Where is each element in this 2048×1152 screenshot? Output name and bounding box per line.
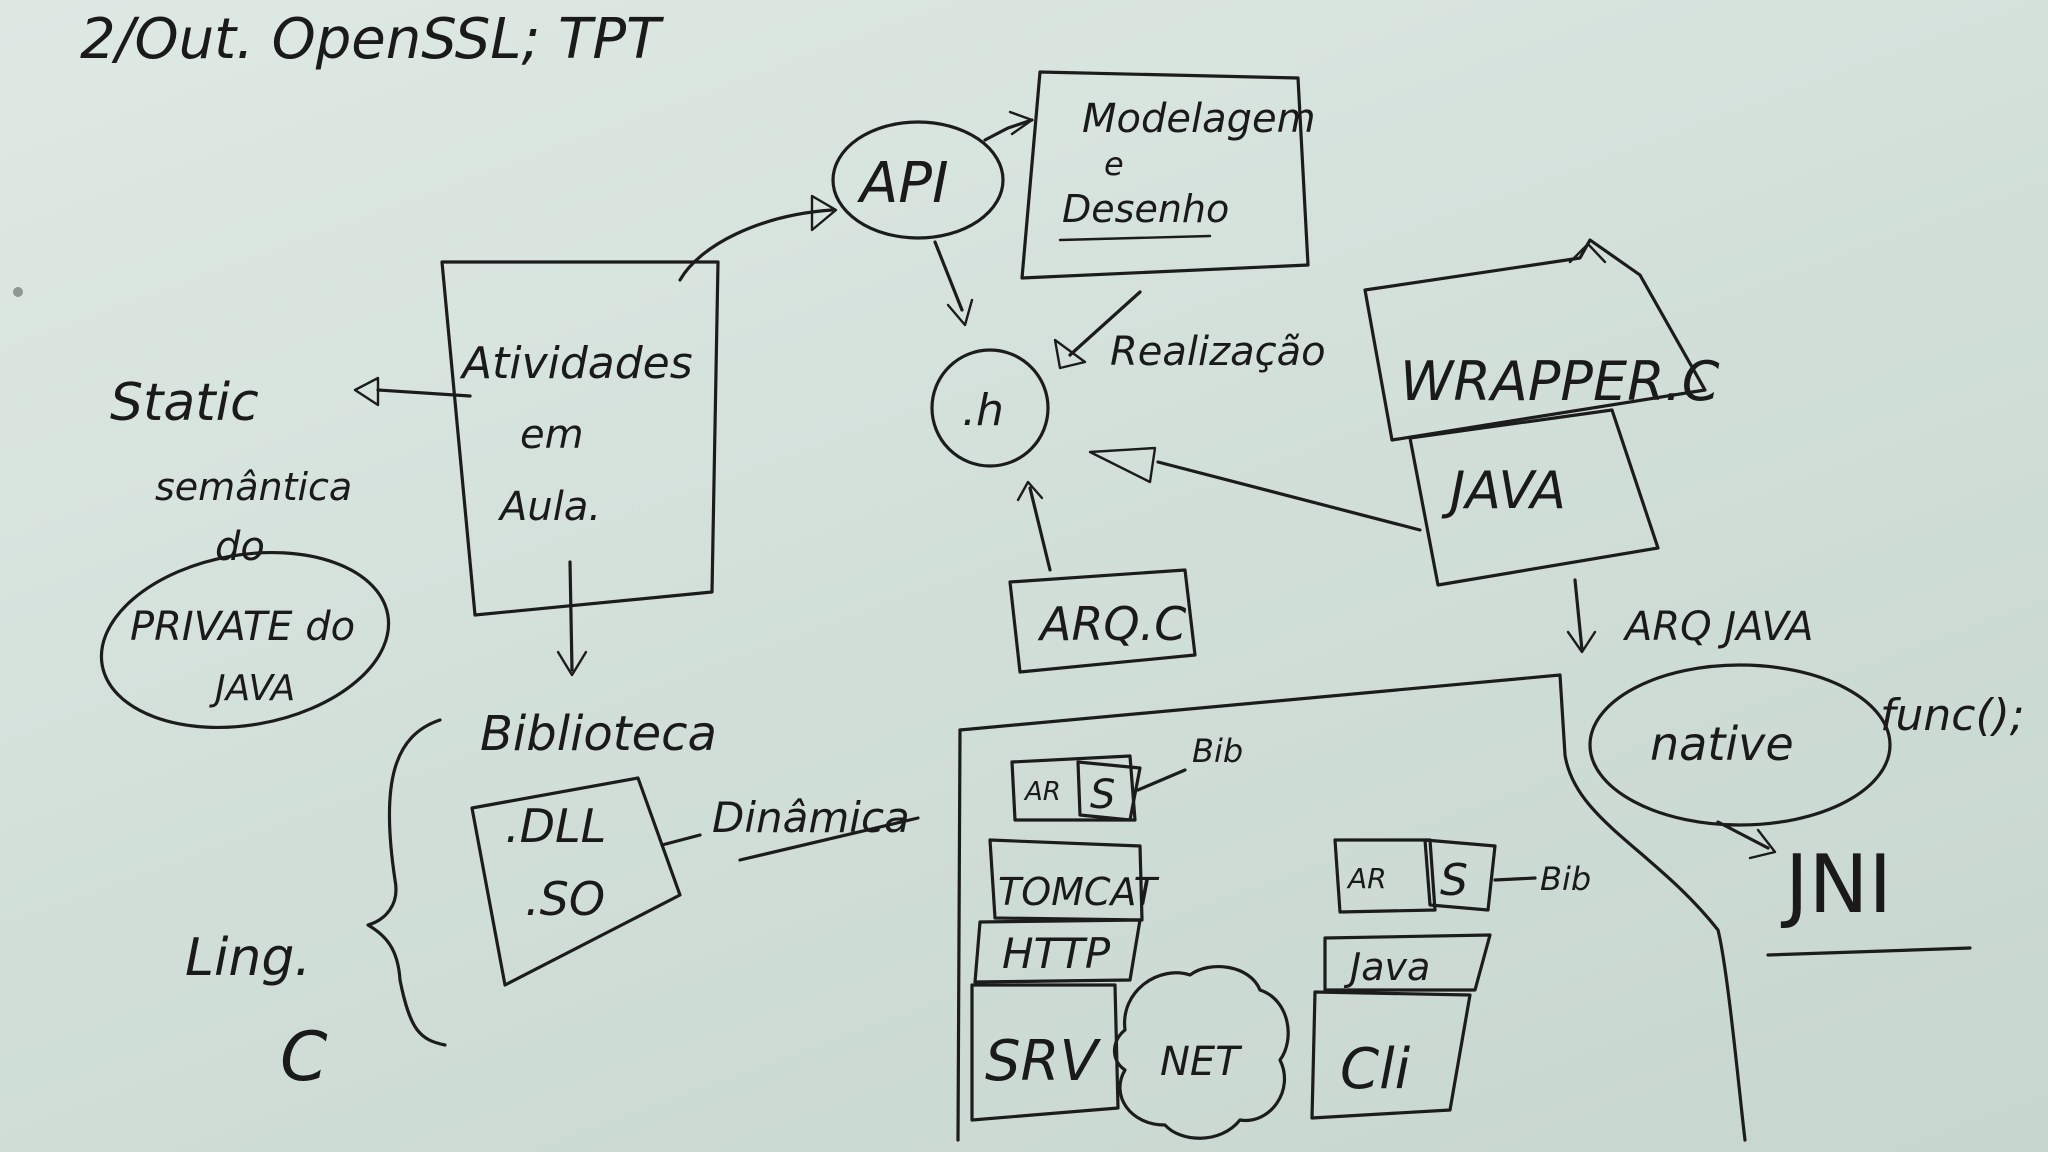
dll-box bbox=[470, 776, 682, 987]
native-ellipse bbox=[1588, 663, 1892, 827]
api-to-h-arrow bbox=[933, 240, 964, 312]
bib-right-label: Bib bbox=[1540, 860, 1591, 898]
java-small-box bbox=[1323, 933, 1492, 992]
arq-c-label: ARQ.C bbox=[1037, 597, 1186, 651]
net-label: NET bbox=[1160, 1039, 1243, 1085]
native-to-jni-head bbox=[1748, 828, 1777, 860]
native-label: native bbox=[1650, 717, 1794, 771]
ling-brace bbox=[366, 718, 447, 1047]
tomcat-box bbox=[988, 838, 1144, 922]
private-line2: JAVA bbox=[209, 668, 295, 709]
c-label: C bbox=[280, 1018, 328, 1097]
realizacao-head bbox=[1053, 338, 1087, 370]
atividades-to-api-arrow bbox=[678, 208, 834, 282]
static-line2: semântica bbox=[155, 465, 352, 509]
cli-label: Cli bbox=[1340, 1037, 1411, 1102]
modelagem-line2: e bbox=[1104, 145, 1124, 183]
ar-right-box bbox=[1333, 838, 1437, 914]
private-ellipse bbox=[99, 550, 391, 730]
java-small-label: Java bbox=[1343, 945, 1430, 989]
api-ellipse bbox=[831, 120, 1005, 240]
srv-label: SRV bbox=[985, 1029, 1101, 1094]
modelagem-line3: Desenho bbox=[1062, 187, 1229, 231]
arq-c-to-h-head bbox=[1016, 480, 1044, 502]
native-to-jni-arrow bbox=[1716, 820, 1770, 850]
ar-right-label: AR bbox=[1346, 862, 1387, 895]
arq-c-box bbox=[1008, 568, 1197, 674]
java-label: JAVA bbox=[1441, 461, 1566, 521]
atividades-line2: em bbox=[520, 412, 584, 458]
api-to-h-head bbox=[946, 298, 974, 327]
dll-to-dinamica-arrow bbox=[660, 833, 702, 847]
bib-left-label: Bib bbox=[1192, 732, 1243, 770]
tomcat-label: TOMCAT bbox=[998, 870, 1160, 914]
atividades-to-api-head bbox=[810, 194, 838, 232]
java-to-h-arrow bbox=[1156, 460, 1422, 532]
atividades-to-biblioteca-head bbox=[556, 650, 588, 677]
atividades-to-static-head bbox=[353, 376, 380, 407]
private-line1: PRIVATE do bbox=[130, 604, 355, 650]
cli-box bbox=[1310, 990, 1472, 1120]
s-right-label: S bbox=[1440, 855, 1468, 906]
http-box bbox=[973, 918, 1142, 984]
s-left-label: S bbox=[1090, 772, 1115, 818]
java-to-native-arrow bbox=[1573, 578, 1584, 652]
realizacao-arrow bbox=[1068, 290, 1142, 357]
s-left-box bbox=[1076, 760, 1142, 822]
wrapper-label: WRAPPER.C bbox=[1400, 350, 1720, 413]
jni-underline bbox=[1766, 946, 1972, 957]
biblioteca-label: Biblioteca bbox=[480, 706, 717, 762]
s-right-to-bib-arrow bbox=[1493, 876, 1537, 882]
arq-java-label: ARQ JAVA bbox=[1622, 604, 1814, 650]
atividades-line3: Aula. bbox=[497, 484, 601, 530]
net-cloud bbox=[1112, 965, 1290, 1140]
arq-c-to-h-arrow bbox=[1028, 486, 1052, 572]
atividades-to-biblioteca-arrow bbox=[568, 560, 574, 672]
s-left-to-bib-arrow bbox=[1136, 768, 1187, 792]
so-label: .SO bbox=[525, 872, 605, 926]
java-to-h-head bbox=[1088, 446, 1157, 484]
jni-label: JNI bbox=[1780, 838, 1892, 931]
h-label: .h bbox=[962, 385, 1004, 436]
java-box bbox=[1408, 408, 1660, 587]
ar-left-box bbox=[1010, 754, 1137, 822]
ar-left-label: AR bbox=[1023, 777, 1061, 807]
atividades-box bbox=[440, 260, 720, 617]
dinamica-underline bbox=[738, 816, 920, 862]
s-right-box bbox=[1423, 838, 1497, 912]
srv-box bbox=[970, 983, 1120, 1122]
api-to-modelagem-head bbox=[1008, 110, 1034, 136]
wrapper-box bbox=[1363, 238, 1707, 442]
board-pin bbox=[13, 287, 23, 297]
ling-label: Ling. bbox=[185, 928, 311, 988]
java-to-native-head bbox=[1566, 630, 1597, 654]
realizacao-label: Realização bbox=[1110, 329, 1326, 375]
network-boundary bbox=[958, 673, 1747, 1142]
api-label: API bbox=[857, 151, 949, 216]
network-boundary-left bbox=[956, 728, 962, 1142]
api-to-modelagem-arrow bbox=[983, 118, 1034, 142]
wrapper-top-arrow bbox=[1568, 242, 1607, 264]
modelagem-line1: Modelagem bbox=[1082, 96, 1316, 142]
modelagem-box bbox=[1020, 70, 1310, 280]
dinamica-label: Dinâmica bbox=[712, 793, 910, 842]
http-label: HTTP bbox=[1002, 929, 1111, 978]
static-line1: Static bbox=[110, 373, 259, 433]
desenho-underline bbox=[1058, 234, 1212, 242]
header-note: 2/Out. OpenSSL; TPT bbox=[80, 7, 664, 72]
func-label: func(); bbox=[1880, 690, 2025, 741]
atividades-line1: Atividades bbox=[459, 338, 693, 389]
atividades-to-static-arrow bbox=[376, 388, 472, 398]
static-line3: do bbox=[215, 524, 265, 570]
h-circle bbox=[930, 348, 1050, 468]
dll-label: .DLL bbox=[505, 799, 606, 853]
